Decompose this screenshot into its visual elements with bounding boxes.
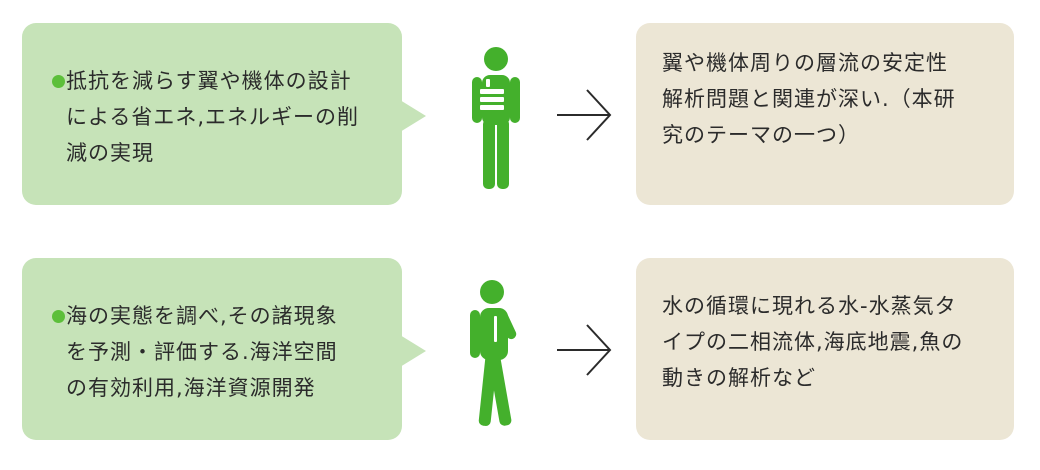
result-box-2: 水の循環に現れる水-水蒸気タ イプの二相流体,海底地震,魚の 動きの解析など xyxy=(636,258,1014,440)
goal-text-line: を予測・評価する.海洋空間 xyxy=(66,340,338,364)
goal-text-line: の有効利用,海洋資源開発 xyxy=(66,376,316,400)
result-text-line: 水の循環に現れる水-水蒸気タ xyxy=(662,294,957,318)
result-text-line: 動きの解析など xyxy=(662,366,816,390)
result-text-line: 解析問題と関連が深い.（本研 xyxy=(662,87,956,111)
flow-row-1: 抵抗を減らす翼や機体の設計 による省エネ,エネルギーの削 減の実現 翼や機体周り… xyxy=(0,23,1040,205)
result-text-line: 翼や機体周りの層流の安定性 xyxy=(662,51,948,75)
result-box-1: 翼や機体周りの層流の安定性 解析問題と関連が深い.（本研 究のテーマの一つ） xyxy=(636,23,1014,205)
person-thinking-icon xyxy=(470,280,517,426)
bullet-dot-icon xyxy=(52,310,65,323)
goal-bubble-2: 海の実態を調べ,その諸現象 を予測・評価する.海洋空間 の有効利用,海洋資源開発 xyxy=(22,258,402,440)
bullet-dot-icon xyxy=(52,75,65,88)
result-text-line: イプの二相流体,海底地震,魚の xyxy=(662,330,964,354)
result-text-line: 究のテーマの一つ） xyxy=(662,123,860,147)
arrow-right-icon xyxy=(557,324,612,376)
goal-text-line: 抵抗を減らす翼や機体の設計 xyxy=(66,69,352,93)
goal-bubble-1: 抵抗を減らす翼や機体の設計 による省エネ,エネルギーの削 減の実現 xyxy=(22,23,402,205)
goal-text-line: 海の実態を調べ,その諸現象 xyxy=(66,304,338,328)
speech-tail xyxy=(400,335,426,367)
speech-tail xyxy=(400,100,426,132)
goal-text-line: 減の実現 xyxy=(66,141,154,165)
goal-text-line: による省エネ,エネルギーの削 xyxy=(66,105,360,129)
arrow-right-icon xyxy=(557,89,612,141)
flow-row-2: 海の実態を調べ,その諸現象 を予測・評価する.海洋空間 の有効利用,海洋資源開発… xyxy=(0,258,1040,440)
person-holding-notes-icon xyxy=(472,47,520,189)
